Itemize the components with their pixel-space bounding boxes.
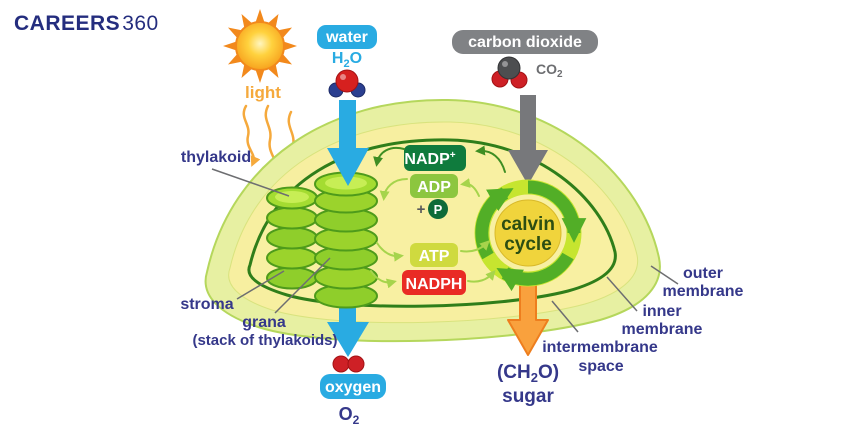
co2-molecule-icon <box>491 56 528 89</box>
sun-icon <box>223 9 297 83</box>
water-arrow <box>327 100 369 186</box>
water-molecule-icon <box>328 69 366 98</box>
sugar-formula: (CH2O) <box>497 362 559 385</box>
nadph-box <box>402 270 466 295</box>
stroma-label: stroma <box>180 296 233 313</box>
atp-box <box>410 243 458 267</box>
outer-membrane-label-line2: membrane <box>663 283 744 300</box>
brand-suffix: 360 <box>122 12 159 35</box>
light-label: light <box>245 83 281 102</box>
calvin-label-line1: calvin <box>501 214 555 235</box>
grana-stacks <box>266 171 378 309</box>
carbon-dioxide-box <box>452 30 598 54</box>
thylakoid-pointer <box>211 168 290 197</box>
sugar-output: (CH2O) sugar <box>497 362 559 407</box>
water-box <box>317 25 377 49</box>
brand-logo: CAREERS360 <box>14 12 159 35</box>
stroma-pointer <box>236 270 285 300</box>
phosphate-circle <box>428 199 448 219</box>
cycle-flow-arrows <box>370 145 506 289</box>
sugar-word: sugar <box>502 386 554 407</box>
o2-molecule-icon <box>332 355 365 373</box>
intermembrane-label-line2: space <box>578 358 623 375</box>
structure-labels: thylakoid stroma grana (stack of thylako… <box>180 149 743 375</box>
thylakoid-stack-right <box>314 171 378 309</box>
water-input: water H2O <box>317 25 377 98</box>
svg-text:CAREERS360: CAREERS360 <box>14 12 159 35</box>
energy-carriers: NADP+ ADP + P ATP NADPH <box>402 145 466 295</box>
sugar-arrow <box>507 281 549 356</box>
intermembrane-label-line1: intermembrane <box>542 339 658 356</box>
oxygen-output: oxygen O2 <box>320 355 386 427</box>
co2-arrow <box>508 95 548 185</box>
adp-box <box>410 174 458 198</box>
co2-formula: CO2 <box>536 61 563 80</box>
nadp-label: NADP+ <box>404 150 455 168</box>
nadph-label: NADPH <box>406 276 463 293</box>
inner-membrane-label-line2: membrane <box>622 321 703 338</box>
oxygen-arrow <box>327 284 369 357</box>
oxygen-label: oxygen <box>325 379 381 396</box>
calvin-label-line2: cycle <box>504 234 552 255</box>
grana-sublabel: (stack of thylakoids) <box>192 332 337 349</box>
o2-formula: O2 <box>339 404 360 427</box>
plus-sign: + <box>417 201 426 218</box>
carbon-dioxide-input: carbon dioxide CO2 <box>452 30 598 89</box>
inner-membrane-pointer <box>606 276 638 312</box>
pointer-lines <box>211 168 679 333</box>
phosphate-label: P <box>434 202 443 217</box>
outer-membrane-pointer <box>650 265 679 285</box>
grana-pointer <box>274 257 331 314</box>
atp-label: ATP <box>419 248 450 265</box>
intermembrane-pointer <box>551 300 579 333</box>
oxygen-box <box>320 374 386 399</box>
calvin-cycle: calvin cycle <box>474 179 587 292</box>
water-formula: H2O <box>332 50 362 70</box>
outer-membrane-label-line1: outer <box>683 265 723 282</box>
thylakoid-stack-left <box>266 186 318 290</box>
carbon-dioxide-label: carbon dioxide <box>468 34 582 51</box>
nadp-box <box>404 145 466 171</box>
water-label: water <box>325 29 368 46</box>
inner-membrane-label-line1: inner <box>642 303 681 320</box>
adp-label: ADP <box>417 179 451 196</box>
grana-label: grana <box>242 314 286 331</box>
thylakoid-label: thylakoid <box>181 149 251 166</box>
brand-name: CAREERS <box>14 12 120 35</box>
